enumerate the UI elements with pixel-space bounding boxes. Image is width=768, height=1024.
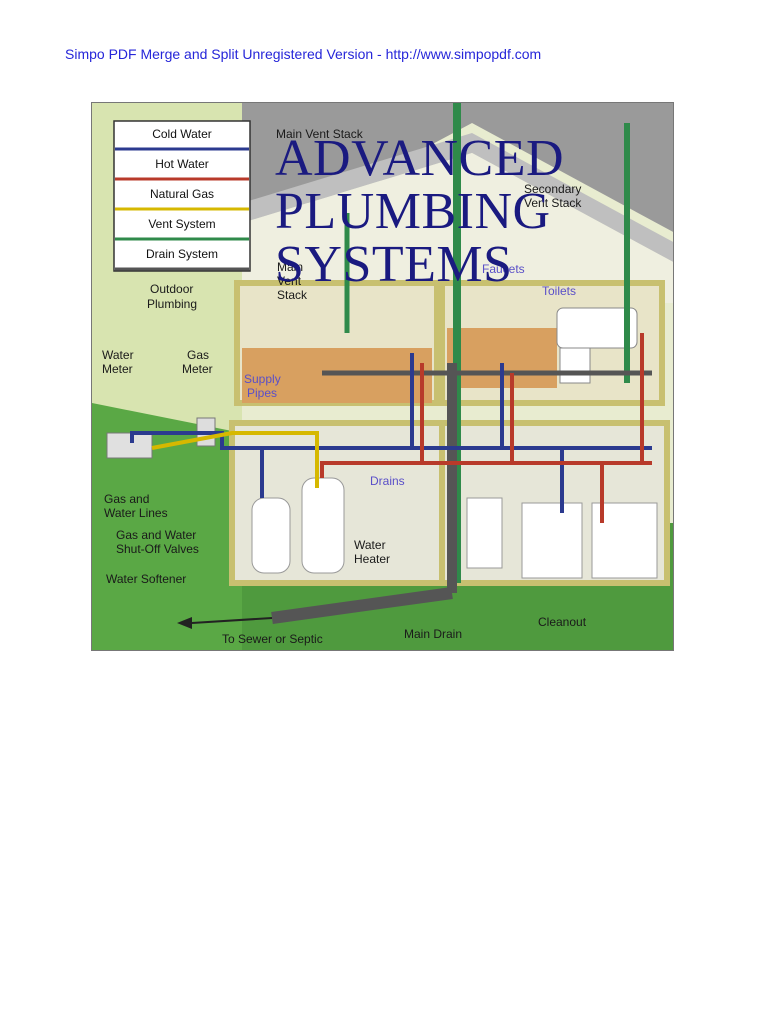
label-supply-pipes-1: Supply [244,372,281,386]
label-water-heater-2: Heater [354,552,390,566]
label-toilets: Toilets [542,284,576,298]
title-line-1: ADVANCED [275,130,565,187]
label-faucets: Faucets [482,262,525,276]
label-water-softener: Water Softener [106,572,186,586]
label-outdoor-plumbing-2: Plumbing [147,297,197,311]
label-supply-pipes-2: Pipes [247,386,277,400]
legend-label: Vent System [148,217,215,231]
label-gas-water-lines-2: Water Lines [104,506,168,520]
ground-slope [92,403,242,650]
water-meter-box [106,432,153,459]
label-gas-water-lines-1: Gas and [104,492,149,506]
label-outdoor-plumbing-1: Outdoor [150,282,193,296]
label-shutoff-2: Shut-Off Valves [116,542,199,556]
label-sewer: To Sewer or Septic [222,632,323,646]
label-main-vent-stack: Main Vent Stack [276,127,364,141]
title-line-3: SYSTEMS [275,236,513,293]
label-drains: Drains [370,474,405,488]
label-main-drain: Main Drain [404,627,462,641]
label-main-stack-1: Main [277,260,303,274]
label-main-stack-2: Vent [277,274,302,288]
water-heater-tank [301,477,345,574]
legend-label: Cold Water [152,127,212,141]
roof [232,103,673,232]
label-cleanout: Cleanout [538,615,587,629]
label-water-meter-2: Meter [102,362,133,376]
label-gas-meter-1: Gas [187,348,209,362]
water-softener-tank [251,497,291,574]
title-line-2: PLUMBING [275,183,551,240]
legend-label: Natural Gas [150,187,214,201]
main-drain-pipe [271,587,453,624]
label-secondary-vent-2: Vent Stack [524,196,582,210]
label-secondary-vent-1: Secondary [524,182,581,196]
label-main-stack-3: Stack [277,288,308,302]
label-gas-meter-2: Meter [182,362,213,376]
sewer-arrow-icon [177,617,192,629]
legend-label: Hot Water [155,157,209,171]
hot-water-main [320,461,652,478]
legend-box [113,120,251,272]
page-title: ADVANCED PLUMBING SYSTEMS [275,132,564,291]
legend-label: Drain System [146,247,218,261]
appliance-1 [466,497,503,569]
label-shutoff-1: Gas and Water [116,528,196,542]
roof-edge [242,133,673,262]
watermark-text: Simpo PDF Merge and Split Unregistered V… [65,46,542,62]
label-water-meter-1: Water [102,348,134,362]
washer [521,502,583,579]
toilet [559,347,591,384]
bathtub [556,307,638,349]
gas-line [151,431,319,488]
label-water-heater-1: Water [354,538,386,552]
